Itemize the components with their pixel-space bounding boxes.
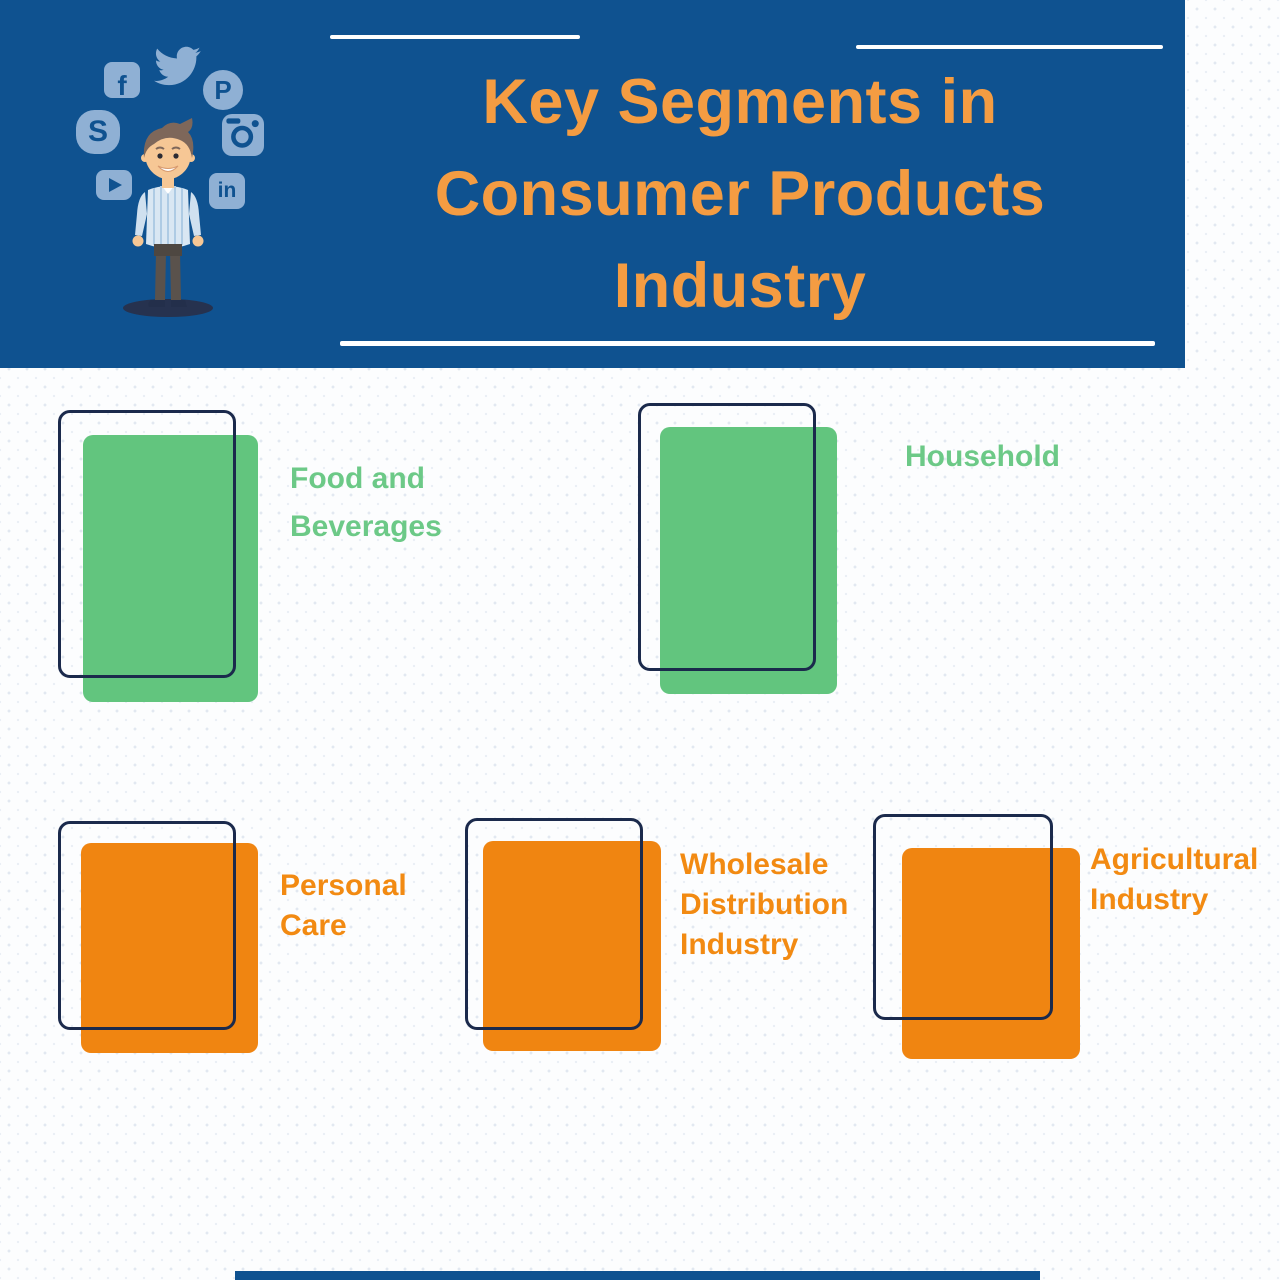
card-fill <box>83 435 258 702</box>
card-fill <box>483 841 661 1051</box>
card-outline <box>873 814 1053 1020</box>
facebook-icon: f <box>104 62 140 101</box>
segment-label: Household <box>905 440 1060 473</box>
instagram-icon <box>222 114 264 156</box>
skype-glyph: S <box>87 115 108 148</box>
linkedin-icon: in <box>209 173 245 209</box>
card-outline <box>58 821 236 1030</box>
decorative-line-top-left <box>330 35 580 39</box>
play-triangle-shape <box>109 178 122 192</box>
decorative-line-bottom <box>340 341 1155 346</box>
segment-label: Wholesale Distribution Industry <box>680 848 849 961</box>
footer-accent-bar <box>235 1271 1040 1280</box>
card-fill <box>660 427 837 694</box>
twitter-icon <box>152 46 202 88</box>
card-outline <box>465 818 643 1030</box>
facebook-glyph: f <box>117 70 127 101</box>
pinterest-icon: P <box>203 70 243 110</box>
card-outline <box>638 403 816 671</box>
header-banner: Key Segments in Consumer Products Indust… <box>0 0 1185 368</box>
decorative-line-top-right <box>856 45 1163 49</box>
segment-label: Personal Care <box>280 869 407 942</box>
pinterest-glyph: P <box>214 74 232 105</box>
youtube-icon <box>96 170 132 200</box>
segment-label: Food and Beverages <box>290 462 442 543</box>
linkedin-glyph: in <box>217 179 237 202</box>
twitter-bird-shape <box>154 46 201 86</box>
skype-icon: S <box>76 110 120 154</box>
businessman-illustration <box>123 118 213 317</box>
page-title: Key Segments in Consumer Products Indust… <box>434 67 1046 321</box>
segment-label: Agricultural Industry <box>1090 843 1259 916</box>
instagram-camera-shape <box>226 118 259 148</box>
card-outline <box>58 410 236 678</box>
social-media-character: f P S in <box>60 40 280 330</box>
